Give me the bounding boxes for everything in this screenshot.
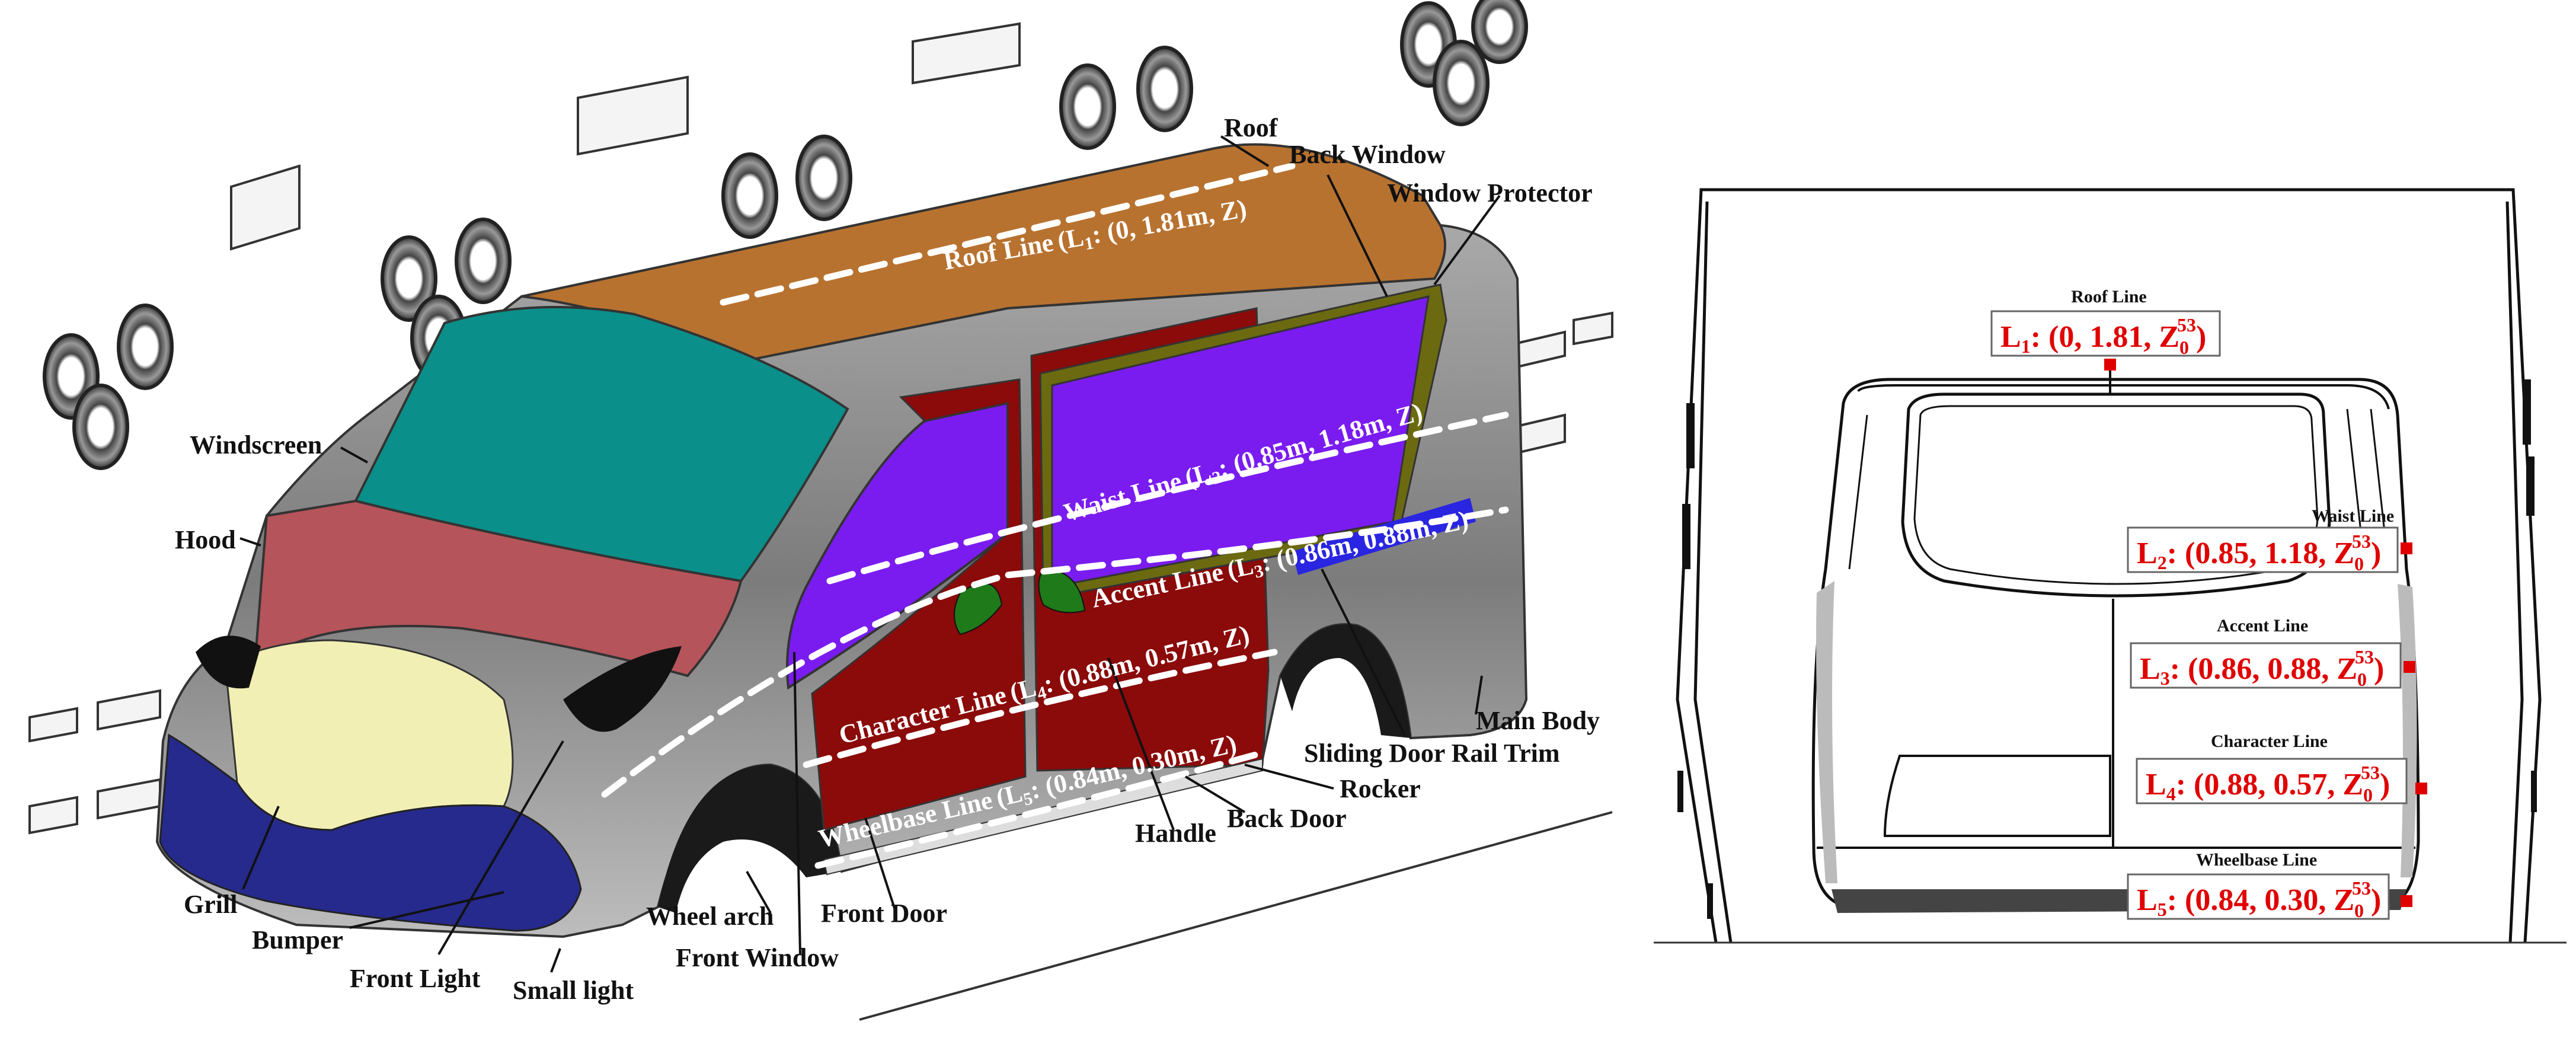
- bumper-shape: [159, 733, 582, 932]
- windscreen-label: Windscreen: [190, 430, 322, 459]
- accent-line-marker: [2404, 661, 2415, 673]
- tire-stacks: [43, 0, 1528, 470]
- rocker-label: Rocker: [1340, 774, 1421, 803]
- roof-line-header: Roof Line: [2071, 287, 2147, 306]
- part-labels: Roof Back Window Window Protector Windsc…: [175, 113, 1600, 1005]
- right-side-shading: [2398, 584, 2417, 877]
- handle-label: Handle: [1135, 819, 1216, 848]
- character-line-header: Character Line: [2211, 732, 2328, 751]
- left-side-shading: [1816, 581, 1837, 883]
- tunnel-mark: [2523, 379, 2531, 445]
- rear-label-wheelbase: Wheelbase Line L5: (0.84, 0.30, Z053): [2127, 850, 2390, 921]
- handle-right-shape: [1038, 568, 1086, 614]
- feature-lines: [601, 162, 1509, 869]
- front-window-shape: [786, 401, 1009, 690]
- character-line-dashed: [803, 649, 1278, 768]
- tunnel-outline: [1676, 188, 2542, 943]
- small-light-left: [196, 636, 261, 689]
- accent-strip-shape: [1292, 498, 1476, 575]
- grill-label: Grill: [184, 890, 237, 919]
- wheelbase-line-equation: L5: (0.84, 0.30, Z053): [2137, 877, 2381, 921]
- wheel-arch-label: Wheel arch: [646, 902, 774, 931]
- waist-line-equation: L2: (0.85, 1.18, Z053): [2137, 531, 2381, 574]
- roof-line-equation: L1: (0, 1.81, Z053): [2000, 314, 2206, 358]
- sliding-door-rail-trim-label: Sliding Door Rail Trim: [1304, 739, 1560, 768]
- front-wheel-arch: [658, 765, 842, 913]
- back-window-label: Back Window: [1289, 140, 1446, 169]
- right-rear-view-panel: Roof Line L1: (0, 1.81, Z053) Waist Line…: [1654, 188, 2567, 944]
- tunnel-mark: [1707, 883, 1713, 919]
- small-light-label: Small light: [513, 976, 634, 1005]
- tunnel-outline-inner: [1693, 201, 2524, 943]
- tunnel-mark: [1677, 771, 1683, 812]
- front-window-label: Front Window: [676, 943, 839, 972]
- left-vehicle-panel: Roof Back Window Window Protector Windsc…: [28, 0, 1613, 1021]
- hood-shape: [253, 499, 743, 678]
- road-markings: [28, 22, 1613, 1021]
- front-door-label: Front Door: [821, 899, 947, 928]
- front-light-label: Front Light: [350, 964, 481, 993]
- rear-label-character: Character Line L4: (0.88, 0.57, Z053): [2136, 732, 2408, 806]
- main-body-label: Main Body: [1476, 706, 1600, 735]
- waist-line-marker: [2401, 542, 2412, 554]
- roof-line-dashed: [720, 162, 1296, 306]
- tunnel-mark: [2526, 456, 2535, 516]
- tunnel-mark: [1682, 504, 1690, 569]
- rear-label-accent: Accent Line L3: (0.86, 0.88, Z053): [2130, 616, 2402, 690]
- accent-line-equation: L3: (0.86, 0.88, Z053): [2140, 646, 2384, 690]
- roof-label: Roof: [1224, 113, 1279, 142]
- wheelbase-line-marker: [2401, 895, 2412, 907]
- character-line-marker: [2415, 783, 2427, 794]
- window-protector-label: Window Protector: [1387, 178, 1593, 207]
- van-roof-edge: [1857, 384, 2390, 410]
- left-pillar: [1848, 414, 1868, 570]
- rear-label-roof: Roof Line L1: (0, 1.81, Z053): [1990, 287, 2221, 358]
- rear-wheel-arch: [1280, 624, 1411, 738]
- wheelbase-line-dashed: [814, 749, 1266, 869]
- back-door-label: Back Door: [1227, 804, 1347, 833]
- small-light-right: [563, 646, 682, 732]
- tunnel-mark: [2531, 771, 2537, 812]
- wheelbase-line-header: Wheelbase Line: [2196, 850, 2317, 870]
- tunnel-mark: [1686, 403, 1695, 468]
- roof-line-marker: [2104, 359, 2116, 371]
- front-door-shape: [811, 378, 1027, 831]
- accent-line-dashed: [601, 506, 1509, 798]
- leader-lines: [239, 135, 1501, 973]
- waist-line-dashed: [826, 411, 1509, 585]
- hood-label: Hood: [175, 525, 236, 554]
- bumper-label: Bumper: [252, 925, 343, 954]
- waist-line-header: Waist Line: [2312, 506, 2394, 526]
- character-line-equation: L4: (0.88, 0.57, Z053): [2146, 762, 2390, 806]
- accent-line-header: Accent Line: [2217, 616, 2308, 636]
- rear-label-waist: Waist Line L2: (0.85, 1.18, Z053): [2127, 506, 2399, 574]
- licence-recess: [1883, 755, 2111, 837]
